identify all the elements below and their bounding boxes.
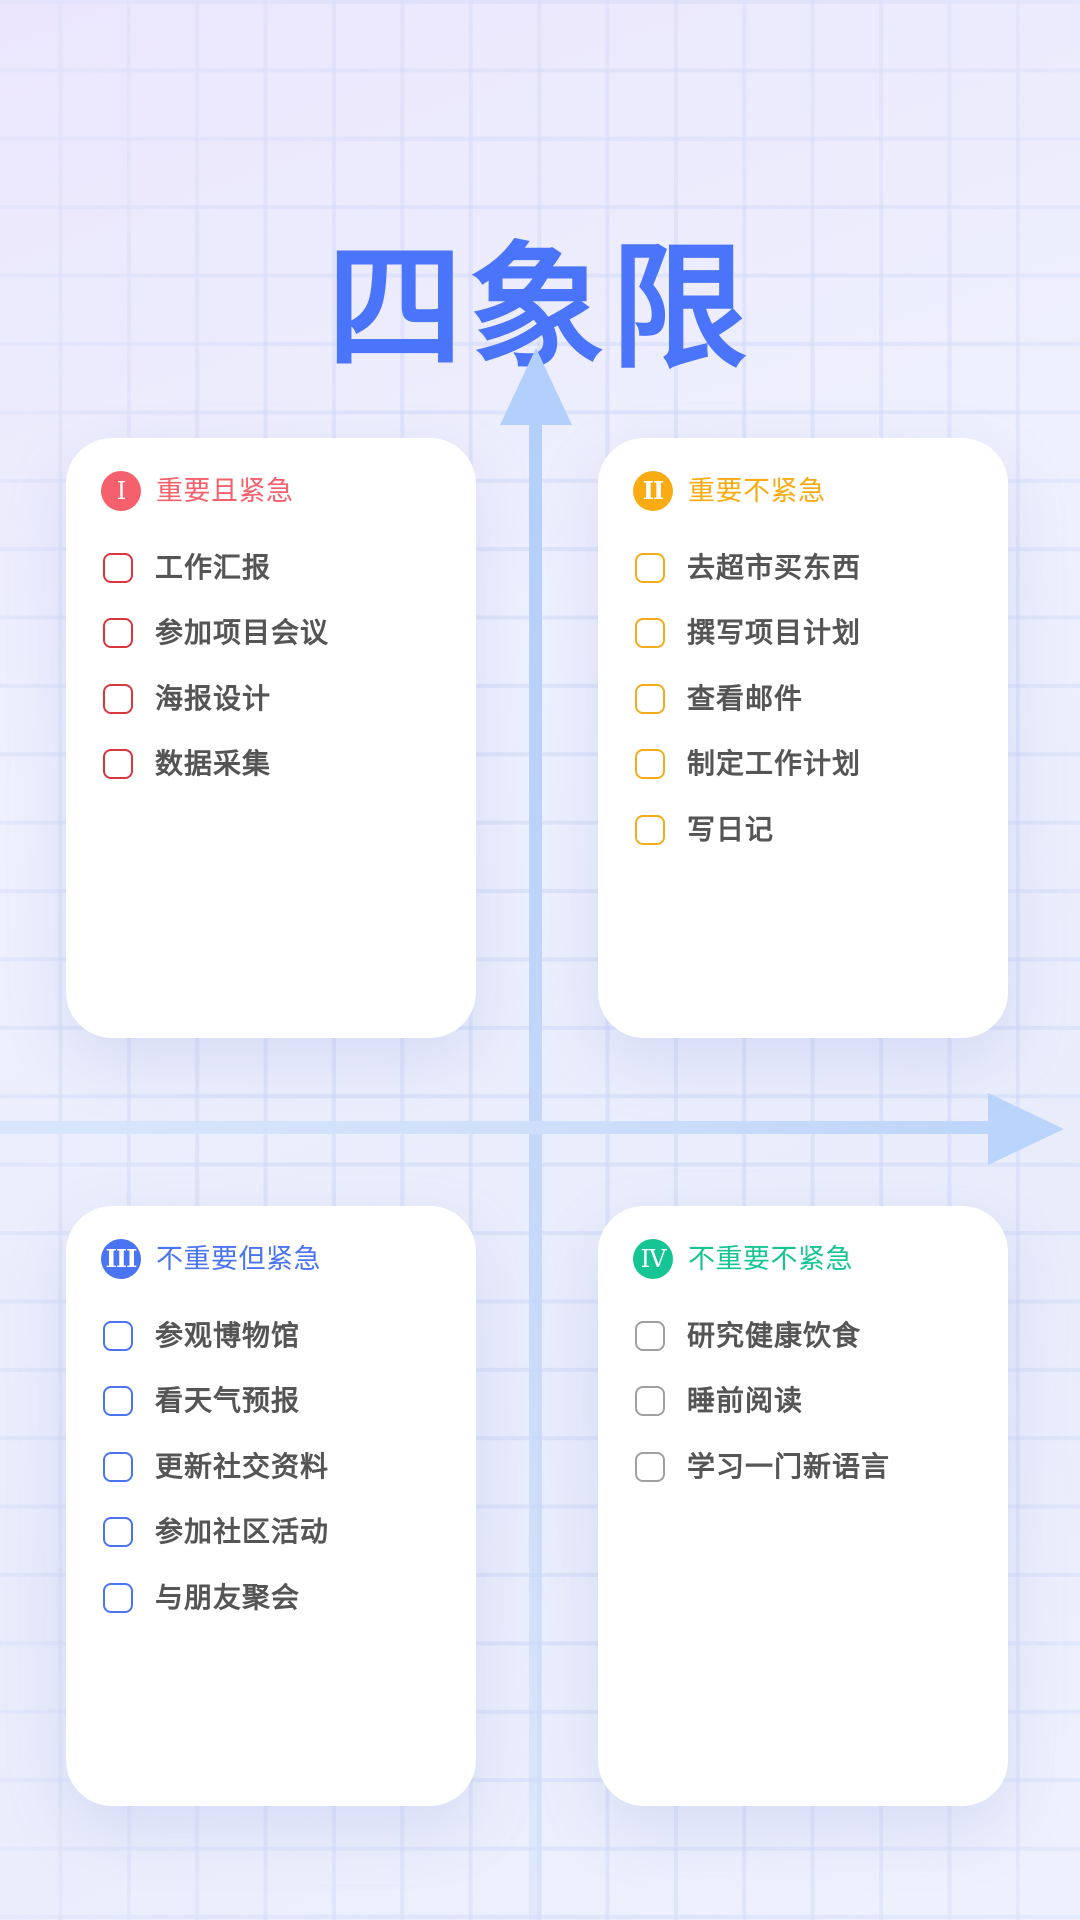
roman-numeral-badge-icon: III xyxy=(101,1239,141,1279)
task-item[interactable]: 撰写项目计划 xyxy=(635,601,988,667)
quadrant-card-1: I 重要且紧急 工作汇报 参加项目会议 海报设计 数据采集 xyxy=(66,438,476,1038)
task-label: 撰写项目计划 xyxy=(687,616,862,650)
checkbox[interactable] xyxy=(635,749,665,780)
task-item[interactable]: 写日记 xyxy=(635,797,988,863)
roman-numeral-badge-icon: IV xyxy=(633,1239,673,1279)
task-label: 制定工作计划 xyxy=(687,747,862,781)
task-label: 去超市买东西 xyxy=(687,550,862,584)
task-item[interactable]: 睡前阅读 xyxy=(635,1369,988,1435)
task-item[interactable]: 更新社交资料 xyxy=(103,1434,456,1500)
checkbox[interactable] xyxy=(103,749,133,780)
task-item[interactable]: 研究健康饮食 xyxy=(635,1303,988,1369)
task-label: 更新社交资料 xyxy=(155,1449,330,1483)
checkbox[interactable] xyxy=(635,814,665,845)
task-list: 研究健康饮食 睡前阅读 学习一门新语言 xyxy=(635,1303,988,1500)
checkbox[interactable] xyxy=(635,1386,665,1417)
checkbox[interactable] xyxy=(635,552,665,583)
checkbox[interactable] xyxy=(103,1386,133,1417)
checkbox[interactable] xyxy=(103,683,133,714)
task-item[interactable]: 参加项目会议 xyxy=(103,601,456,667)
quadrant-header: III 不重要但紧急 xyxy=(101,1239,321,1279)
checkbox[interactable] xyxy=(635,1320,665,1351)
task-item[interactable]: 数据采集 xyxy=(103,732,456,798)
task-item[interactable]: 与朋友聚会 xyxy=(103,1565,456,1631)
quadrant-header: II 重要不紧急 xyxy=(633,471,826,511)
task-label: 参加社区活动 xyxy=(155,1515,330,1549)
task-item[interactable]: 查看邮件 xyxy=(635,666,988,732)
checkbox[interactable] xyxy=(103,552,133,583)
checkbox[interactable] xyxy=(103,1320,133,1351)
task-label: 查看邮件 xyxy=(687,681,804,715)
quadrant-card-2: II 重要不紧急 去超市买东西 撰写项目计划 查看邮件 制定工作计划 写日记 xyxy=(598,438,1008,1038)
task-label: 数据采集 xyxy=(155,747,272,781)
quadrant-heading: 不重要不紧急 xyxy=(688,1243,853,1275)
task-list: 参观博物馆 看天气预报 更新社交资料 参加社区活动 与朋友聚会 xyxy=(103,1303,456,1631)
task-item[interactable]: 参观博物馆 xyxy=(103,1303,456,1369)
quadrant-card-3: III 不重要但紧急 参观博物馆 看天气预报 更新社交资料 参加社区活动 与朋友… xyxy=(66,1206,476,1806)
task-item[interactable]: 工作汇报 xyxy=(103,535,456,601)
checkbox[interactable] xyxy=(103,1517,133,1548)
task-label: 看天气预报 xyxy=(155,1384,301,1418)
task-list: 去超市买东西 撰写项目计划 查看邮件 制定工作计划 写日记 xyxy=(635,535,988,863)
checkbox[interactable] xyxy=(103,1451,133,1482)
arrow-right-icon xyxy=(988,1093,1064,1165)
task-label: 海报设计 xyxy=(155,681,272,715)
quadrant-heading: 重要不紧急 xyxy=(688,475,826,507)
roman-numeral-badge-icon: I xyxy=(101,471,141,511)
importance-axis xyxy=(529,420,542,1920)
quadrant-heading: 不重要但紧急 xyxy=(156,1243,321,1275)
quadrant-header: IV 不重要不紧急 xyxy=(633,1239,853,1279)
checkbox[interactable] xyxy=(103,618,133,649)
checkbox[interactable] xyxy=(635,683,665,714)
quadrant-card-4: IV 不重要不紧急 研究健康饮食 睡前阅读 学习一门新语言 xyxy=(598,1206,1008,1806)
roman-numeral-badge-icon: II xyxy=(633,471,673,511)
task-label: 研究健康饮食 xyxy=(687,1318,862,1352)
checkbox[interactable] xyxy=(635,618,665,649)
quadrant-heading: 重要且紧急 xyxy=(156,475,294,507)
task-item[interactable]: 海报设计 xyxy=(103,666,456,732)
task-item[interactable]: 制定工作计划 xyxy=(635,732,988,798)
task-item[interactable]: 看天气预报 xyxy=(103,1369,456,1435)
task-label: 写日记 xyxy=(687,812,775,846)
task-item[interactable]: 学习一门新语言 xyxy=(635,1434,988,1500)
task-label: 参观博物馆 xyxy=(155,1318,301,1352)
quadrant-header: I 重要且紧急 xyxy=(101,471,294,511)
task-item[interactable]: 参加社区活动 xyxy=(103,1500,456,1566)
checkbox[interactable] xyxy=(103,1582,133,1613)
task-label: 睡前阅读 xyxy=(687,1384,804,1418)
task-label: 学习一门新语言 xyxy=(687,1449,891,1483)
arrow-up-icon xyxy=(500,348,572,425)
task-list: 工作汇报 参加项目会议 海报设计 数据采集 xyxy=(103,535,456,797)
task-label: 工作汇报 xyxy=(155,550,272,584)
checkbox[interactable] xyxy=(635,1451,665,1482)
task-label: 参加项目会议 xyxy=(155,616,330,650)
task-label: 与朋友聚会 xyxy=(155,1580,301,1614)
task-item[interactable]: 去超市买东西 xyxy=(635,535,988,601)
urgency-axis xyxy=(0,1121,990,1134)
